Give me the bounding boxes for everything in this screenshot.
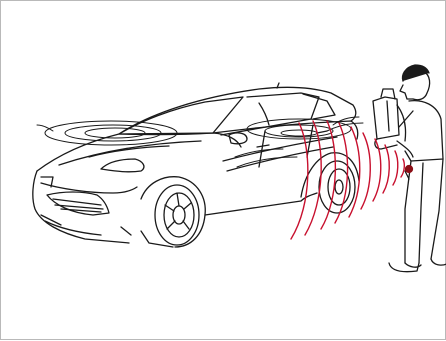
- car-hood: [37, 133, 241, 171]
- car-headlight: [101, 159, 144, 172]
- car: [33, 83, 359, 247]
- person-legs: [405, 159, 443, 263]
- car-roofline: [119, 87, 356, 134]
- key-fob-icon: [406, 166, 413, 173]
- car-rear-wheel: [301, 153, 359, 213]
- person-hair: [403, 65, 430, 81]
- person-bag: [373, 97, 399, 139]
- person-shoes: [389, 259, 446, 272]
- car-windshield: [119, 97, 243, 135]
- car-front-wheel: [141, 177, 205, 247]
